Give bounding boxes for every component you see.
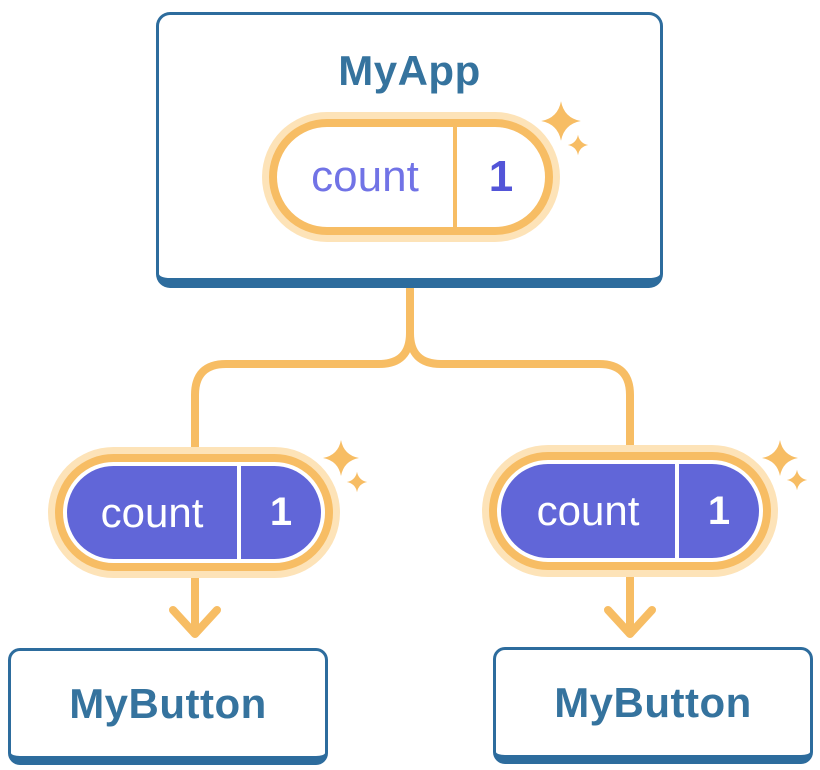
- sparkle-icon: [323, 440, 368, 493]
- state-value: 1: [488, 152, 514, 201]
- state-divider: [237, 466, 241, 559]
- state-value: 1: [707, 488, 731, 533]
- state-pill-body: count 1: [501, 464, 759, 558]
- state-value: 1: [269, 490, 293, 534]
- root-state-pill: count 1: [262, 112, 560, 242]
- right-child-state-pill: count 1: [482, 445, 778, 577]
- state-pill-ring: count 1: [269, 119, 553, 235]
- state-divider: [675, 464, 679, 558]
- child-component-title: MyButton: [69, 679, 267, 727]
- state-pill-body: count 1: [67, 466, 321, 559]
- left-child-component-card: MyButton: [8, 648, 328, 765]
- state-divider: [453, 127, 457, 227]
- connector-root-to-right-child: [406, 278, 634, 454]
- state-pill-ring: count 1: [489, 452, 771, 570]
- left-child-state-pill: count 1: [48, 447, 340, 578]
- state-name: count: [536, 487, 640, 534]
- sparkle-icon: [762, 440, 808, 491]
- state-name: count: [100, 488, 204, 536]
- sparkle-icon: [541, 101, 589, 156]
- connector-root-to-left-child: [191, 278, 414, 456]
- root-component-title: MyApp: [338, 47, 481, 94]
- arrow-down-icon: [169, 606, 221, 638]
- state-name: count: [311, 152, 419, 201]
- right-child-component-card: MyButton: [493, 647, 813, 764]
- child-component-title: MyButton: [554, 678, 752, 726]
- arrow-down-icon: [604, 606, 656, 638]
- state-pill-ring: count 1: [55, 454, 333, 571]
